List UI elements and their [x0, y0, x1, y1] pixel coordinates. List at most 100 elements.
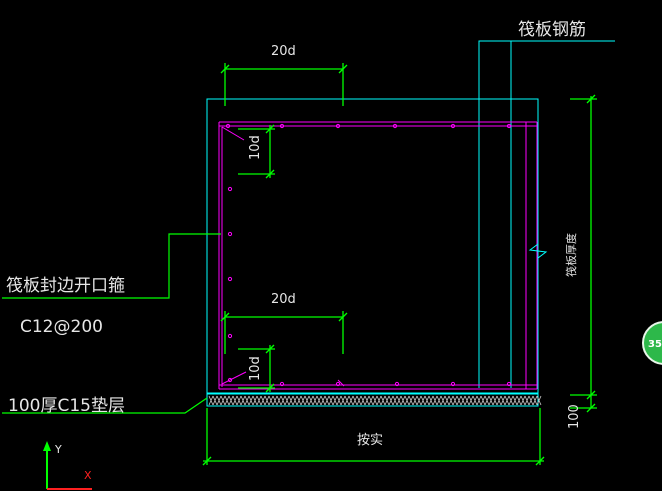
hatch-line — [464, 395, 470, 406]
badge-circle[interactable] — [642, 321, 662, 365]
hatch-line — [416, 395, 422, 406]
hatch-line — [300, 395, 306, 406]
rebar-dot — [227, 231, 233, 237]
hatch-line — [392, 395, 398, 406]
raft-rebar-leader — [478, 40, 615, 388]
hatch-line — [320, 395, 326, 406]
hatch-line — [428, 395, 434, 406]
x-axis-label: X — [84, 469, 92, 482]
rebar-dot — [450, 123, 456, 129]
hatch-line — [296, 395, 302, 406]
dim-20d-top-text: 20d — [271, 44, 296, 59]
hatch-line — [324, 395, 330, 406]
hatch-line — [496, 395, 502, 406]
bottom-bar-tick — [337, 379, 345, 387]
raft-edge-stirrup-label: 筏板封边开口箍 — [6, 276, 125, 296]
hatch-line — [460, 395, 466, 406]
hatch-line — [368, 395, 374, 406]
hatch-line — [388, 395, 394, 406]
hatch-line — [520, 395, 526, 406]
dim-tick — [265, 383, 275, 393]
hatch-line — [352, 395, 358, 406]
hatch-line — [488, 395, 494, 406]
hatch-line — [312, 395, 318, 406]
rebar-dot — [506, 123, 512, 129]
hatch-line — [396, 395, 402, 406]
dim-tick — [586, 403, 596, 413]
hatch-line — [244, 395, 250, 406]
hatch-line — [440, 395, 446, 406]
raft-outline — [206, 40, 615, 394]
hatch-line — [472, 395, 478, 406]
dim-tick — [535, 456, 545, 466]
hatch-line — [288, 395, 294, 406]
hatch-line — [492, 395, 498, 406]
hatch-line — [272, 395, 278, 406]
rebar-dot — [394, 381, 400, 387]
rebar-dot — [279, 123, 285, 129]
rebar-dot — [225, 123, 231, 129]
dim-tick — [338, 312, 348, 322]
y-axis-arrowhead — [43, 441, 51, 451]
hatch-line — [480, 395, 486, 406]
dim-20d-bottom-text: 20d — [271, 292, 296, 307]
hatch-line — [508, 395, 514, 406]
dimension-lines — [202, 63, 597, 466]
label-leaders — [2, 233, 221, 414]
raft-rebar-label: 筏板钢筋 — [518, 20, 586, 40]
hatch-line — [420, 395, 426, 406]
hatch-line — [208, 395, 214, 406]
hatch-line — [284, 395, 290, 406]
hatch-line — [452, 395, 458, 406]
hatch-line — [404, 395, 410, 406]
hatch-line — [436, 395, 442, 406]
bottom-hook — [221, 371, 247, 385]
rebar-dot — [506, 381, 512, 387]
dim-tick — [338, 64, 348, 74]
hatch-line — [536, 395, 542, 406]
hatch-line — [232, 395, 238, 406]
hatch-line — [476, 395, 482, 406]
hatch-line — [384, 395, 390, 406]
raft-boundary — [206, 98, 539, 394]
hatch-line — [504, 395, 510, 406]
hatch-line — [444, 395, 450, 406]
hatch-line — [228, 395, 234, 406]
hatch-line — [456, 395, 462, 406]
ucs-axis-icon: Y X — [43, 441, 92, 490]
dim-tick — [265, 124, 275, 134]
rebar-dot — [227, 377, 233, 383]
rebar-dot — [392, 123, 398, 129]
dim-100-text: 100 — [567, 404, 582, 429]
hatch-line — [500, 395, 506, 406]
hatch-line — [212, 395, 218, 406]
rebar-dot — [279, 381, 285, 387]
cushion-layer — [206, 393, 542, 407]
hatch-line — [216, 395, 222, 406]
floating-badge[interactable]: 35 — [642, 321, 662, 365]
rebar-group — [218, 121, 538, 390]
hatch-line — [264, 395, 270, 406]
hatch-line — [340, 395, 346, 406]
hatch-line — [276, 395, 282, 406]
hatch-line — [360, 395, 366, 406]
raft-thickness-text: 筏板厚度 — [564, 233, 578, 277]
hatch-line — [308, 395, 314, 406]
hatch-line — [512, 395, 518, 406]
hatch-line — [516, 395, 522, 406]
hatch-line — [336, 395, 342, 406]
stirrup-spec-label: C12@200 — [20, 317, 103, 337]
dim-tick — [220, 312, 230, 322]
hatch-line — [408, 395, 414, 406]
top-hook — [221, 126, 245, 141]
badge-text: 35 — [648, 339, 662, 350]
cushion-hatch — [208, 395, 542, 406]
y-axis-label: Y — [54, 443, 62, 456]
hatch-line — [380, 395, 386, 406]
hatch-line — [400, 395, 406, 406]
hatch-line — [364, 395, 370, 406]
hatch-line — [376, 395, 382, 406]
hatch-line — [372, 395, 378, 406]
edge-stirrup-leader — [2, 233, 221, 299]
hatch-line — [424, 395, 430, 406]
